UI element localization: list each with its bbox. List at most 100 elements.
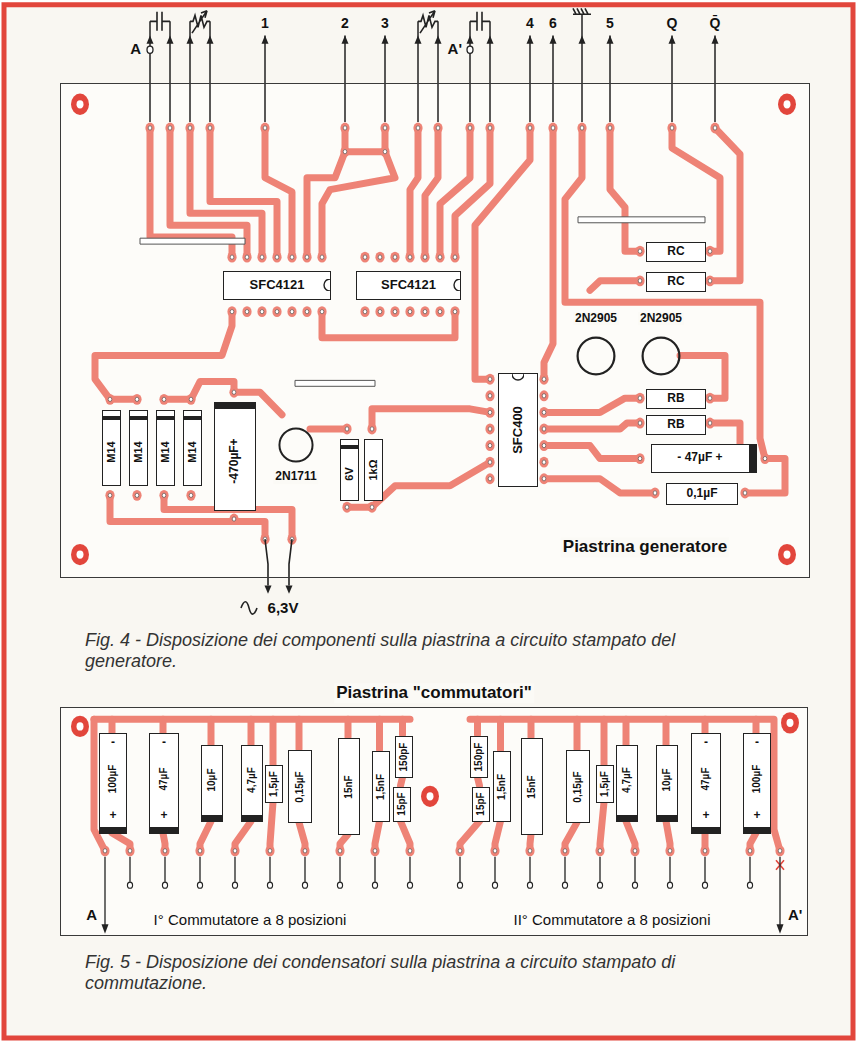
polarity-band xyxy=(749,445,756,471)
pad-hole xyxy=(189,397,193,401)
polarity-band xyxy=(657,815,677,821)
pad-hole xyxy=(148,126,152,130)
component-label: RC xyxy=(667,245,684,259)
solder-pad xyxy=(433,123,442,134)
copper-trace xyxy=(474,719,481,734)
switch-lead xyxy=(269,857,270,882)
copper-trace xyxy=(160,719,167,732)
pad-hole xyxy=(383,126,387,130)
hole-center xyxy=(784,100,791,108)
pad-hole xyxy=(260,310,264,314)
switch-lead xyxy=(304,857,305,882)
solder-pad xyxy=(485,424,494,435)
polarity-band xyxy=(215,403,255,409)
solder-pad xyxy=(186,394,195,405)
component-label: M14 xyxy=(186,442,199,463)
hole-center xyxy=(77,100,84,108)
solder-pad xyxy=(390,306,399,317)
pad-hole xyxy=(713,126,717,130)
component-label: 2N1711 xyxy=(273,470,318,484)
signal-name: Q xyxy=(667,14,678,30)
solder-pad xyxy=(205,123,214,134)
pad-hole xyxy=(393,255,397,259)
polarity-band xyxy=(157,416,174,420)
switch-lead xyxy=(564,857,565,882)
pad-hole xyxy=(423,255,427,259)
component-label: M14 xyxy=(159,442,172,463)
copper-trace xyxy=(710,128,740,281)
component-label: 15nF xyxy=(343,775,355,798)
pad-hole xyxy=(551,126,555,130)
pad-hole xyxy=(260,255,264,259)
copper-trace xyxy=(753,719,760,732)
arrowhead xyxy=(102,924,109,933)
resistor-body: RB xyxy=(646,415,706,435)
copper-trace xyxy=(296,719,303,749)
transistor-outline-svg xyxy=(641,336,681,376)
arrowhead xyxy=(167,36,174,44)
wire-link xyxy=(140,238,245,244)
capacitor-body: 1,5nF xyxy=(493,751,511,822)
component-label: 47µF xyxy=(158,767,170,790)
ic-notch xyxy=(453,279,460,291)
polarity-band xyxy=(150,827,178,833)
pad-hole xyxy=(303,849,307,853)
pad-hole xyxy=(542,427,546,431)
terminal-wire xyxy=(609,36,611,123)
copper-trace xyxy=(623,719,630,744)
capacitor-body: 15pF xyxy=(393,787,411,823)
solder-pad xyxy=(485,374,494,385)
switch-lead xyxy=(339,857,340,882)
solder-pad xyxy=(380,123,389,134)
arrowhead xyxy=(487,36,494,44)
copper-trace xyxy=(544,128,553,379)
solder-pad xyxy=(420,306,429,317)
schematic-symbol xyxy=(573,8,591,14)
component-label: 4,7µF xyxy=(621,767,633,793)
component-label: SFC400 xyxy=(511,406,526,454)
capacitor-body: 1,5µF xyxy=(265,765,283,803)
solder-pad xyxy=(340,146,349,157)
solder-pad xyxy=(132,394,141,405)
solder-pad xyxy=(272,306,281,317)
pad-hole xyxy=(528,126,532,130)
pad-hole xyxy=(343,126,347,130)
copper-trace xyxy=(307,152,345,257)
solder-pad xyxy=(539,457,548,468)
pad-hole xyxy=(638,249,642,253)
component-label: - 47µF + xyxy=(677,451,722,465)
solder-pad xyxy=(435,252,444,263)
copper-traces xyxy=(94,128,785,851)
pad-hole xyxy=(233,849,237,853)
pad-hole xyxy=(108,397,112,401)
terminal-wire xyxy=(671,36,673,123)
pad-hole xyxy=(103,849,107,853)
copper-trace xyxy=(265,128,292,257)
capacitor-body: 0,15µF xyxy=(566,750,590,823)
component-label: SFC4121 xyxy=(250,278,305,293)
solder-pad xyxy=(485,390,494,401)
solder-pad xyxy=(105,394,114,405)
pad-hole xyxy=(542,460,546,464)
copper-trace xyxy=(544,423,640,429)
polarity-band xyxy=(242,815,262,821)
arrowhead xyxy=(712,36,719,44)
pad-hole xyxy=(670,126,674,130)
pad-hole xyxy=(423,310,427,314)
switch-contact xyxy=(162,882,167,888)
capacitor-body: 15nF xyxy=(521,738,543,835)
switch-contact xyxy=(527,882,532,888)
component-label: 100µF xyxy=(107,765,119,794)
component-label: M14 xyxy=(132,442,145,463)
board-title: Piastrina "commutatori" xyxy=(334,683,534,703)
pad-hole xyxy=(493,849,497,853)
solder-pad xyxy=(548,123,557,134)
solder-pad xyxy=(450,252,459,263)
pad-hole xyxy=(108,493,112,497)
component-label: M14 xyxy=(105,442,118,463)
diode-body: M14 xyxy=(102,410,121,486)
switch-label: I° Commutatore a 8 posizioni xyxy=(154,911,347,928)
solder-pad xyxy=(302,252,311,263)
pad-hole xyxy=(653,491,657,495)
